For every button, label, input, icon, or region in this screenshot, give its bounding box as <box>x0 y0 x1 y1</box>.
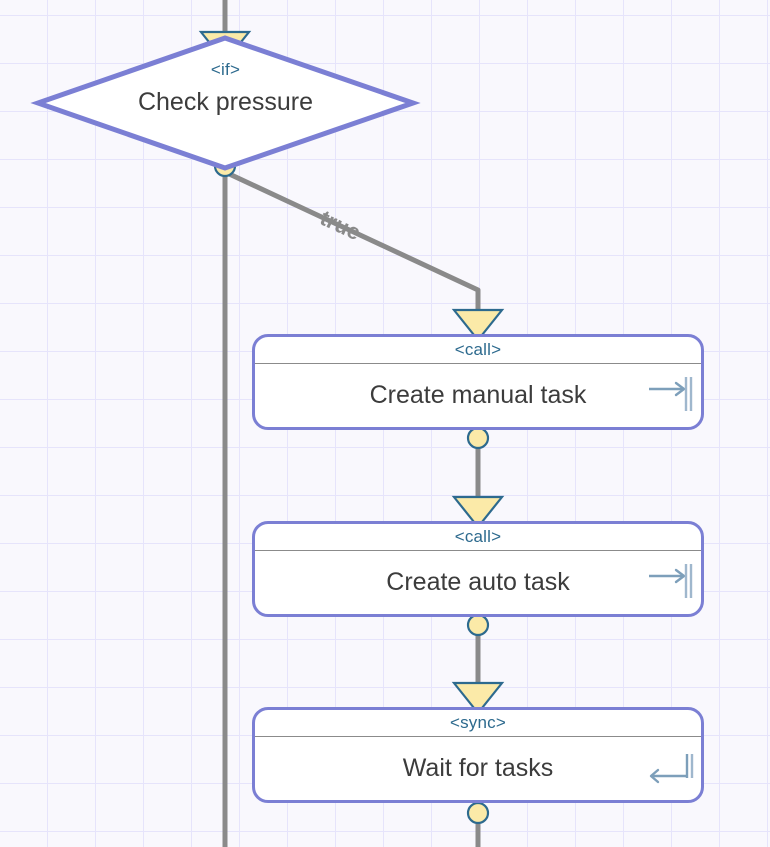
node-wait-for-tasks[interactable]: <sync> Wait for tasks <box>252 707 704 803</box>
edge-true-branch[interactable] <box>223 169 504 342</box>
sync-arrow-icon <box>649 753 694 783</box>
connector-dot-auto-task[interactable] <box>466 613 490 637</box>
node-title-label: Create auto task <box>386 568 570 596</box>
node-kind-label: <sync> <box>255 710 701 737</box>
node-kind-label: <call> <box>255 524 701 551</box>
node-title-label: Create manual task <box>369 381 587 409</box>
node-kind-label: <if> <box>210 60 241 79</box>
call-arrow-icon <box>649 376 693 411</box>
node-kind-label: <call> <box>255 337 701 364</box>
node-title-label: Check pressure <box>137 88 314 116</box>
node-check-pressure[interactable]: <if> Check pressure <box>38 38 413 168</box>
edge-auto-to-sync[interactable] <box>452 619 504 715</box>
node-title-label: Wait for tasks <box>402 754 554 782</box>
node-body: Create manual task <box>255 364 701 427</box>
edge-label-true: true <box>316 205 365 246</box>
node-create-manual-task[interactable]: <call> Create manual task <box>252 334 704 430</box>
edge-manual-to-auto[interactable] <box>452 432 504 529</box>
node-body: Wait for tasks <box>255 737 701 800</box>
connector-dot-sync[interactable] <box>466 801 490 825</box>
call-arrow-icon <box>649 563 693 598</box>
node-body: Create auto task <box>255 551 701 614</box>
connector-dot-manual-task[interactable] <box>466 426 490 450</box>
node-create-auto-task[interactable]: <call> Create auto task <box>252 521 704 617</box>
